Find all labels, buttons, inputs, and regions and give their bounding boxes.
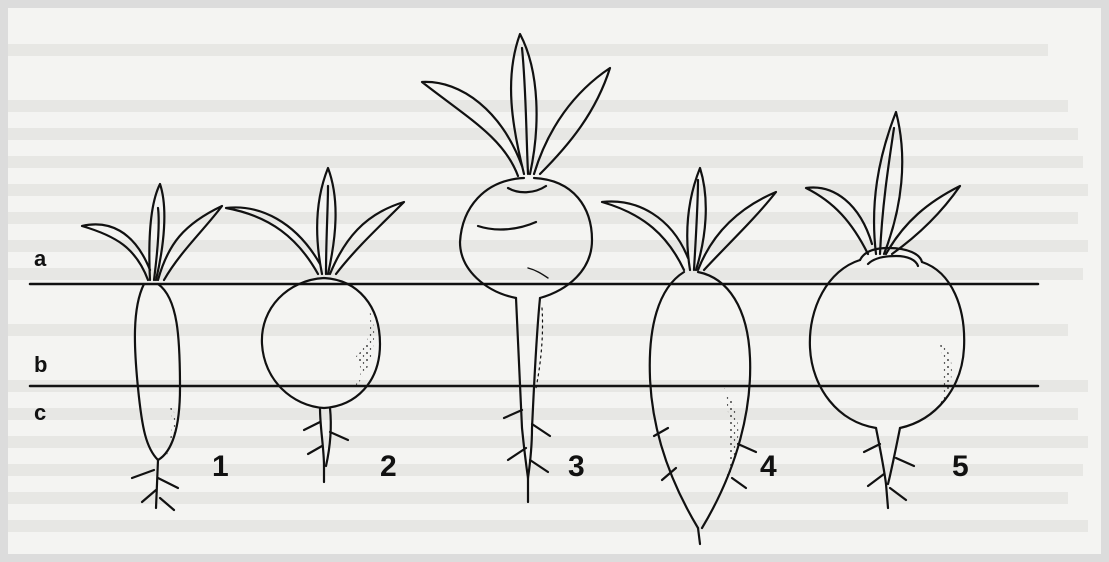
root-shapes-drawing [8,8,1101,554]
root-plant-4 [602,168,776,544]
root-plant-3 [422,34,610,502]
plant-number-4: 4 [760,450,777,484]
plant-number-2: 2 [380,450,397,484]
plant-number-5: 5 [952,450,969,484]
level-label-c: c [34,400,46,426]
plant-number-3: 3 [568,450,585,484]
level-label-b: b [34,352,47,378]
plant-number-1: 1 [212,450,229,484]
level-label-a: a [34,246,46,272]
root-plant-5 [806,112,964,508]
figure-frame: a b c 1 2 3 4 5 [8,8,1101,554]
root-plant-1 [82,184,222,510]
root-plant-2 [226,168,404,482]
